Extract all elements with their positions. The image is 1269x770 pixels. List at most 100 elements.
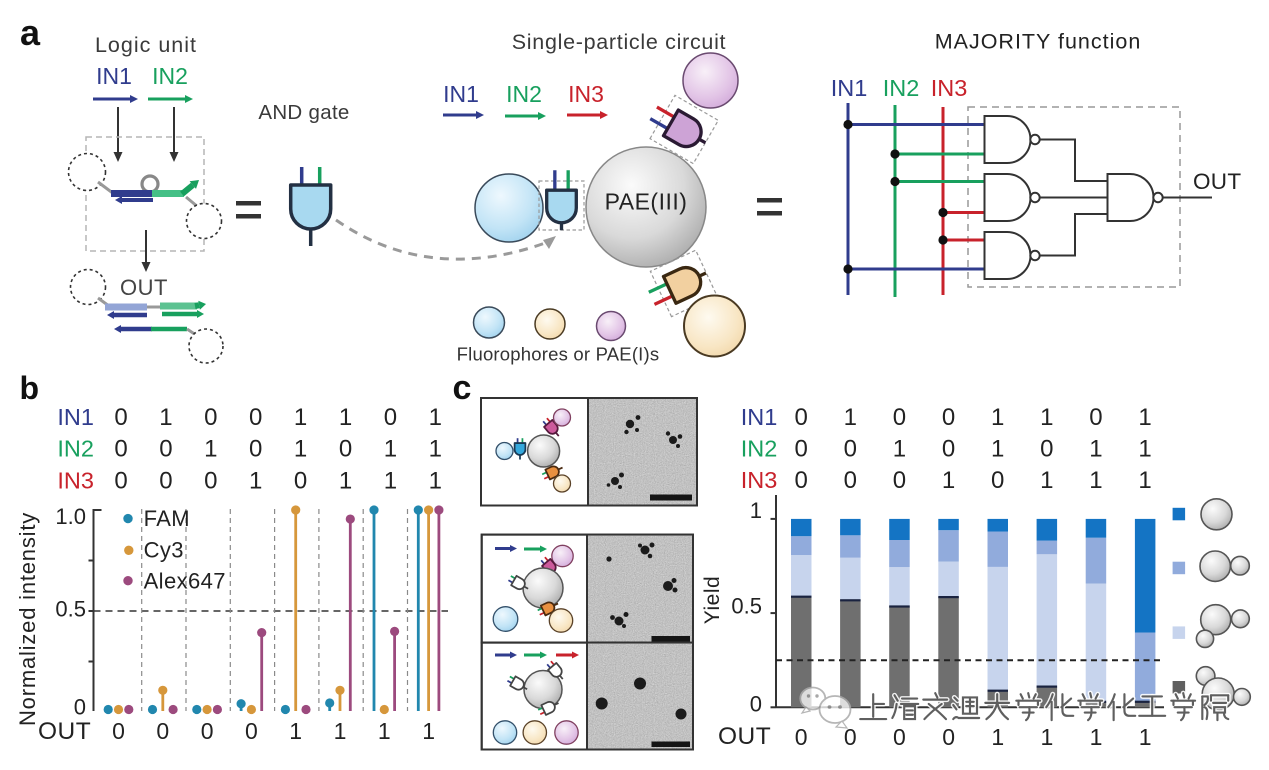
svg-text:0: 0 (795, 404, 808, 431)
svg-text:0: 0 (245, 718, 258, 744)
svg-text:1: 1 (249, 468, 262, 495)
svg-text:0: 0 (1040, 436, 1053, 463)
svg-text:0: 0 (384, 404, 397, 431)
svg-text:0: 0 (942, 404, 955, 431)
svg-text:0: 0 (893, 724, 906, 750)
svg-text:OUT: OUT (1193, 169, 1241, 194)
svg-text:1: 1 (429, 468, 442, 495)
svg-text:0: 0 (1089, 404, 1102, 431)
svg-text:1: 1 (159, 404, 172, 431)
svg-text:AND gate: AND gate (258, 101, 349, 124)
svg-text:PAE(III): PAE(III) (605, 189, 688, 215)
svg-text:1.0: 1.0 (55, 504, 86, 529)
svg-text:1: 1 (1089, 467, 1102, 494)
svg-text:Normalized intensity: Normalized intensity (15, 512, 40, 726)
svg-text:0: 0 (201, 718, 214, 744)
svg-text:0: 0 (844, 436, 857, 463)
svg-text:0: 0 (339, 436, 352, 463)
svg-text:0: 0 (942, 724, 955, 750)
svg-text:1: 1 (294, 404, 307, 431)
svg-text:IN3: IN3 (931, 75, 968, 101)
svg-text:IN2: IN2 (506, 81, 542, 107)
svg-text:1: 1 (991, 724, 1004, 750)
svg-text:Single-particle circuit: Single-particle circuit (512, 30, 726, 54)
svg-text:IN1: IN1 (96, 63, 132, 89)
svg-text:IN2: IN2 (883, 75, 920, 101)
svg-text:OUT: OUT (120, 275, 168, 300)
svg-text:MAJORITY function: MAJORITY function (935, 30, 1142, 54)
svg-text:1: 1 (893, 436, 906, 463)
svg-text:0.5: 0.5 (55, 597, 86, 622)
svg-text:Logic unit: Logic unit (95, 33, 197, 57)
svg-text:0: 0 (159, 468, 172, 495)
svg-text:1: 1 (844, 404, 857, 431)
svg-text:0: 0 (112, 718, 125, 744)
svg-text:1: 1 (1089, 436, 1102, 463)
svg-text:1: 1 (1040, 404, 1053, 431)
svg-text:1: 1 (1138, 404, 1151, 431)
svg-text:1: 1 (991, 436, 1004, 463)
svg-text:1: 1 (1040, 467, 1053, 494)
svg-text:0: 0 (844, 724, 857, 750)
svg-text:1: 1 (339, 468, 352, 495)
svg-text:1: 1 (942, 467, 955, 494)
svg-text:a: a (20, 12, 41, 53)
svg-text:0: 0 (74, 695, 86, 720)
svg-text:b: b (20, 370, 40, 406)
svg-text:1: 1 (294, 436, 307, 463)
svg-text:1: 1 (334, 718, 347, 744)
svg-text:1: 1 (1090, 724, 1103, 750)
svg-text:IN1: IN1 (741, 404, 778, 430)
svg-text:0: 0 (942, 436, 955, 463)
svg-text:1: 1 (429, 404, 442, 431)
svg-text:0: 0 (750, 691, 762, 716)
svg-text:OUT: OUT (38, 718, 91, 745)
svg-text:1: 1 (1138, 467, 1151, 494)
svg-text:1: 1 (384, 436, 397, 463)
svg-text:1: 1 (750, 498, 762, 523)
svg-text:Fluorophores or PAE(I)s: Fluorophores or PAE(I)s (457, 344, 660, 365)
svg-text:IN1: IN1 (831, 75, 868, 101)
svg-text:0: 0 (249, 404, 262, 431)
svg-text:0: 0 (893, 467, 906, 494)
svg-text:1: 1 (1139, 724, 1152, 750)
svg-text:0: 0 (156, 718, 169, 744)
svg-text:Yield: Yield (701, 576, 724, 624)
svg-text:1: 1 (991, 404, 1004, 431)
svg-text:IN1: IN1 (57, 404, 94, 430)
svg-text:IN3: IN3 (57, 468, 94, 494)
svg-text:FAM: FAM (144, 506, 190, 531)
svg-text:IN3: IN3 (568, 81, 604, 107)
svg-text:Alex647: Alex647 (144, 569, 226, 594)
svg-text:0: 0 (114, 436, 127, 463)
svg-text:0: 0 (159, 436, 172, 463)
svg-text:IN2: IN2 (57, 436, 94, 462)
svg-text:1: 1 (339, 404, 352, 431)
svg-text:0: 0 (114, 404, 127, 431)
svg-text:OUT: OUT (718, 723, 771, 750)
svg-text:1: 1 (1138, 436, 1151, 463)
svg-text:IN1: IN1 (443, 81, 479, 107)
svg-text:c: c (453, 369, 472, 407)
svg-text:0: 0 (795, 724, 808, 750)
svg-text:0: 0 (795, 436, 808, 463)
svg-text:1: 1 (378, 718, 391, 744)
svg-text:IN3: IN3 (741, 467, 778, 493)
svg-text:0: 0 (893, 404, 906, 431)
svg-text:0: 0 (114, 468, 127, 495)
svg-text:1: 1 (429, 436, 442, 463)
svg-text:0.5: 0.5 (731, 594, 762, 619)
svg-text:0: 0 (294, 468, 307, 495)
svg-text:1: 1 (422, 718, 435, 744)
svg-text:0: 0 (795, 467, 808, 494)
svg-text:1: 1 (1040, 724, 1053, 750)
svg-text:0: 0 (844, 467, 857, 494)
svg-text:1: 1 (204, 436, 217, 463)
svg-text:0: 0 (249, 436, 262, 463)
svg-text:IN2: IN2 (741, 436, 778, 462)
svg-text:1: 1 (289, 718, 302, 744)
svg-text:0: 0 (991, 467, 1004, 494)
svg-text:IN2: IN2 (152, 63, 188, 89)
svg-text:1: 1 (384, 468, 397, 495)
svg-text:0: 0 (204, 404, 217, 431)
